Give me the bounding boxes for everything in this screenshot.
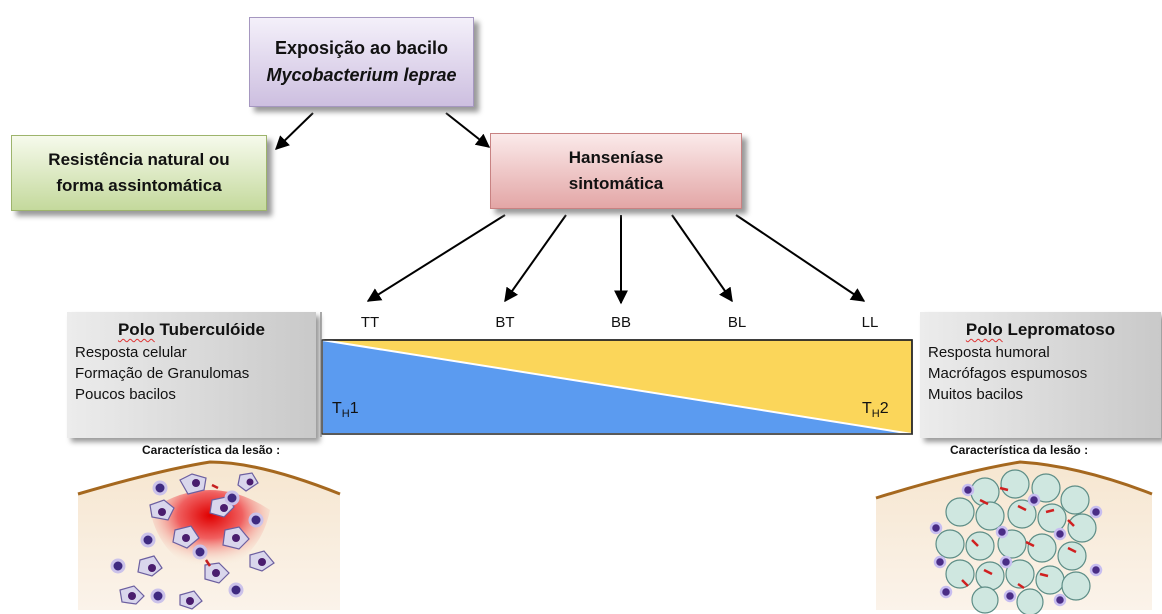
tuberculoid-lesion-illustration xyxy=(78,462,340,610)
lepromatous-pole-title: Polo Lepromatoso xyxy=(928,318,1153,342)
resistance-box: Resistência natural ou forma assintomáti… xyxy=(11,135,267,211)
th2-label: TH2 xyxy=(862,400,889,420)
arrow-to-ll xyxy=(736,215,864,301)
arrow-to-bt xyxy=(505,215,566,301)
exposure-line1: Exposição ao bacilo xyxy=(275,35,448,62)
tuberculoid-pole-title: Polo Tuberculóide xyxy=(75,318,308,342)
lesion-caption-right: Característica da lesão : xyxy=(950,443,1088,457)
hanseniase-line1: Hanseníase xyxy=(569,145,664,171)
tuberculoid-item: Resposta celular xyxy=(75,342,308,363)
exposure-line2: Mycobacterium leprae xyxy=(266,62,456,89)
lepromatous-pole-panel: Polo Lepromatoso Resposta humoral Macróf… xyxy=(920,312,1161,438)
stage-bl: BL xyxy=(712,314,762,331)
resistance-line1: Resistência natural ou xyxy=(48,147,229,173)
arrow-to-hanseniase xyxy=(446,113,489,147)
th1-label: TH1 xyxy=(332,400,359,420)
hanseniase-line2: sintomática xyxy=(569,171,663,197)
exposure-box: Exposição ao bacilo Mycobacterium leprae xyxy=(249,17,474,107)
stage-bb: BB xyxy=(596,314,646,331)
resistance-line2: forma assintomática xyxy=(56,173,221,199)
lepromatous-item: Muitos bacilos xyxy=(928,384,1153,405)
lepromatous-item: Resposta humoral xyxy=(928,342,1153,363)
arrow-to-resistance xyxy=(276,113,313,149)
stage-ll: LL xyxy=(845,314,895,331)
tuberculoid-item: Poucos bacilos xyxy=(75,384,308,405)
lesion-caption-left: Característica da lesão : xyxy=(142,443,280,457)
hanseniase-box: Hanseníase sintomática xyxy=(490,133,742,209)
lepromatous-item: Macrófagos espumosos xyxy=(928,363,1153,384)
tuberculoid-item: Formação de Granulomas xyxy=(75,363,308,384)
arrow-to-tt xyxy=(368,215,505,301)
stage-bt: BT xyxy=(480,314,530,331)
lepromatous-lesion-illustration xyxy=(876,462,1152,614)
stage-tt: TT xyxy=(345,314,395,331)
arrow-to-bl xyxy=(672,215,732,301)
tuberculoid-pole-panel: Polo Tuberculóide Resposta celular Forma… xyxy=(67,312,316,438)
